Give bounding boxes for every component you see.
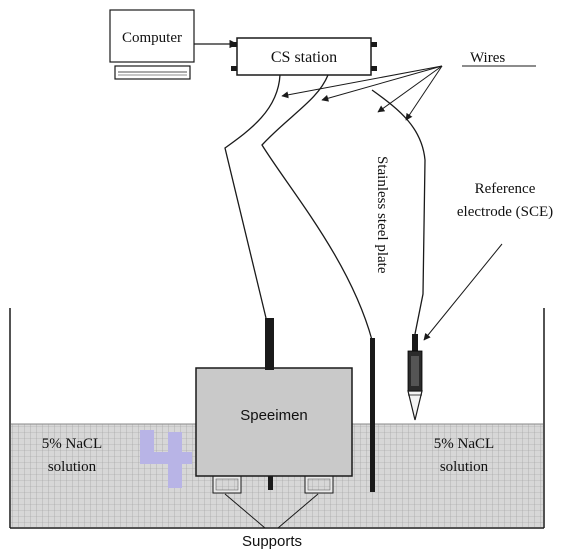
supports-leader-left bbox=[224, 493, 266, 529]
highlight-mark bbox=[140, 430, 192, 488]
cs-station-box bbox=[231, 37, 377, 76]
computer-label: Computer bbox=[122, 30, 182, 46]
specimen-terminal bbox=[265, 318, 274, 370]
reference-label-line1: Reference bbox=[475, 181, 536, 197]
computer-icon bbox=[109, 9, 195, 80]
nacl-right-line1: 5% NaCL bbox=[434, 436, 494, 452]
stainless-steel-label: Stainless steel plate bbox=[374, 156, 390, 274]
nacl-left-line1: 5% NaCL bbox=[42, 436, 102, 452]
cs-station-label: CS station bbox=[271, 49, 337, 66]
specimen-block bbox=[195, 367, 353, 477]
stainless-steel-plate bbox=[370, 338, 375, 492]
cables bbox=[224, 74, 426, 341]
reference-electrode bbox=[407, 334, 423, 421]
wires-label: Wires bbox=[470, 50, 505, 66]
wires-leaders bbox=[281, 65, 536, 121]
tank bbox=[9, 308, 545, 529]
reference-label-line2: electrode (SCE) bbox=[457, 204, 553, 220]
supports-leader-right bbox=[277, 493, 319, 529]
supports-label: Supports bbox=[242, 533, 302, 550]
reference-leader bbox=[423, 243, 503, 341]
nacl-left-line2: solution bbox=[48, 459, 97, 475]
specimen-bottom-pin bbox=[268, 476, 273, 490]
specimen-label: Speeimen bbox=[240, 407, 308, 424]
nacl-right-line2: solution bbox=[440, 459, 489, 475]
supports bbox=[212, 475, 334, 494]
